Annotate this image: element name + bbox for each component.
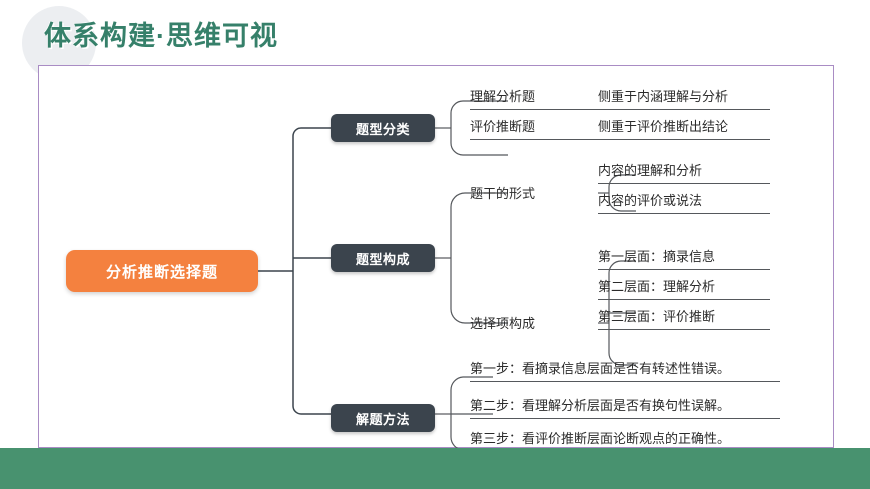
footer-bar xyxy=(0,448,870,489)
leaf-item: 理解分析题 xyxy=(470,87,632,110)
leaf-detail: 侧重于评价推断出结论 xyxy=(598,117,770,140)
leaf-item: 评价推断题 xyxy=(470,117,632,140)
branch-node-3[interactable]: 解题方法 xyxy=(331,404,435,432)
branch-node-2[interactable]: 题型构成 xyxy=(331,244,435,272)
leaf-detail: 侧重于内涵理解与分析 xyxy=(598,87,770,110)
leaf-item: 第一层面：摘录信息 xyxy=(598,247,770,270)
connector-lines xyxy=(258,100,636,448)
group-label: 题干的形式 xyxy=(470,186,536,201)
leaf-item: 内容的理解和分析 xyxy=(598,161,770,184)
leaf-item: 第二层面：理解分析 xyxy=(598,277,770,300)
step-item: 第二步：看理解分析层面是否有换句性误解。 xyxy=(470,396,780,419)
group-label: 选择项构成 xyxy=(470,316,536,331)
branch-node-1[interactable]: 题型分类 xyxy=(331,114,435,142)
step-item: 第一步：看摘录信息层面是否有转述性错误。 xyxy=(470,359,780,382)
page-title: 体系构建·思维可视 xyxy=(44,21,278,51)
leaf-item: 内容的评价或说法 xyxy=(598,191,770,214)
mindmap-canvas: 分析推断选择题 题型分类 题型构成 解题方法 理解分析题 侧重于内涵理解与分析 … xyxy=(38,65,834,452)
mindmap-root-node[interactable]: 分析推断选择题 xyxy=(66,250,258,292)
leaf-item: 第三层面：评价推断 xyxy=(598,307,770,330)
